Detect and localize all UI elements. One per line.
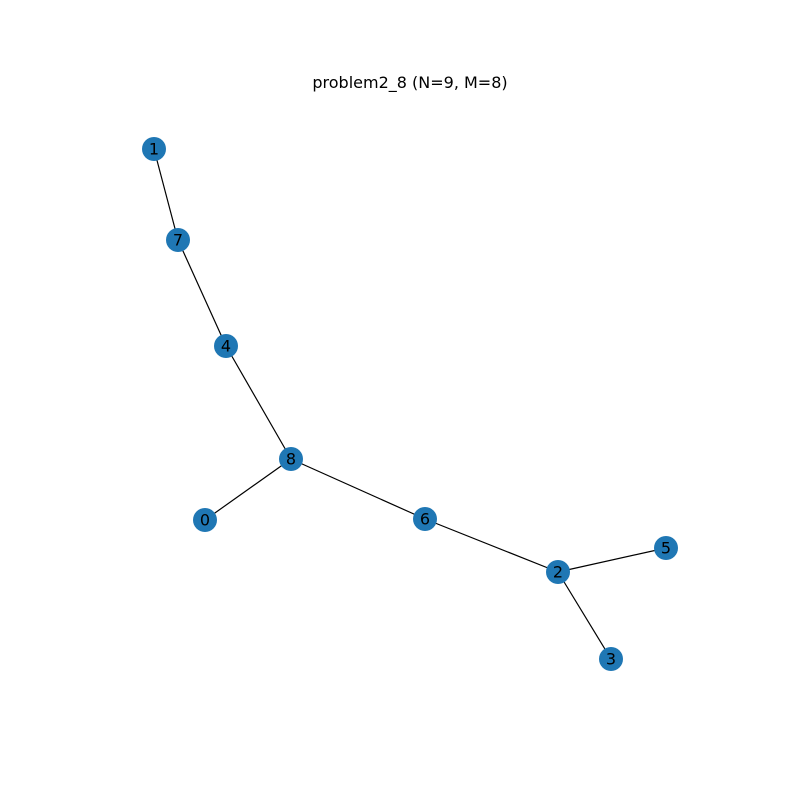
node-label-4: 4: [221, 337, 231, 356]
node-circle-5: [654, 536, 678, 560]
node-1: 1: [142, 137, 166, 161]
edge-4-8: [225, 345, 292, 460]
edge-6-2: [424, 518, 559, 573]
node-0: 0: [193, 508, 217, 532]
node-label-0: 0: [200, 511, 210, 530]
edge-2-5: [557, 547, 667, 573]
node-circle-2: [546, 560, 570, 584]
node-label-2: 2: [553, 563, 563, 582]
node-label-7: 7: [173, 231, 183, 250]
node-2: 2: [546, 560, 570, 584]
node-label-8: 8: [286, 450, 296, 469]
edge-2-3: [557, 571, 612, 660]
node-5: 5: [654, 536, 678, 560]
node-label-6: 6: [420, 510, 430, 529]
node-4: 4: [214, 334, 238, 358]
edge-1-7: [153, 148, 179, 241]
edge-8-0: [204, 458, 292, 521]
node-7: 7: [166, 228, 190, 252]
node-label-3: 3: [606, 650, 616, 669]
node-circle-0: [193, 508, 217, 532]
node-label-5: 5: [661, 539, 671, 558]
node-label-1: 1: [149, 140, 159, 159]
node-circle-4: [214, 334, 238, 358]
node-circle-3: [599, 647, 623, 671]
node-circle-1: [142, 137, 166, 161]
edge-7-4: [177, 239, 227, 347]
node-circle-6: [413, 507, 437, 531]
node-circle-7: [166, 228, 190, 252]
edges-layer: [153, 148, 667, 660]
node-circle-8: [279, 447, 303, 471]
nodes-layer: 0 1 2 3 4 5 6 7 8: [142, 137, 678, 671]
graph-title: problem2_8 (N=9, M=8): [312, 73, 507, 93]
edge-8-6: [290, 458, 426, 520]
node-6: 6: [413, 507, 437, 531]
node-3: 3: [599, 647, 623, 671]
node-8: 8: [279, 447, 303, 471]
